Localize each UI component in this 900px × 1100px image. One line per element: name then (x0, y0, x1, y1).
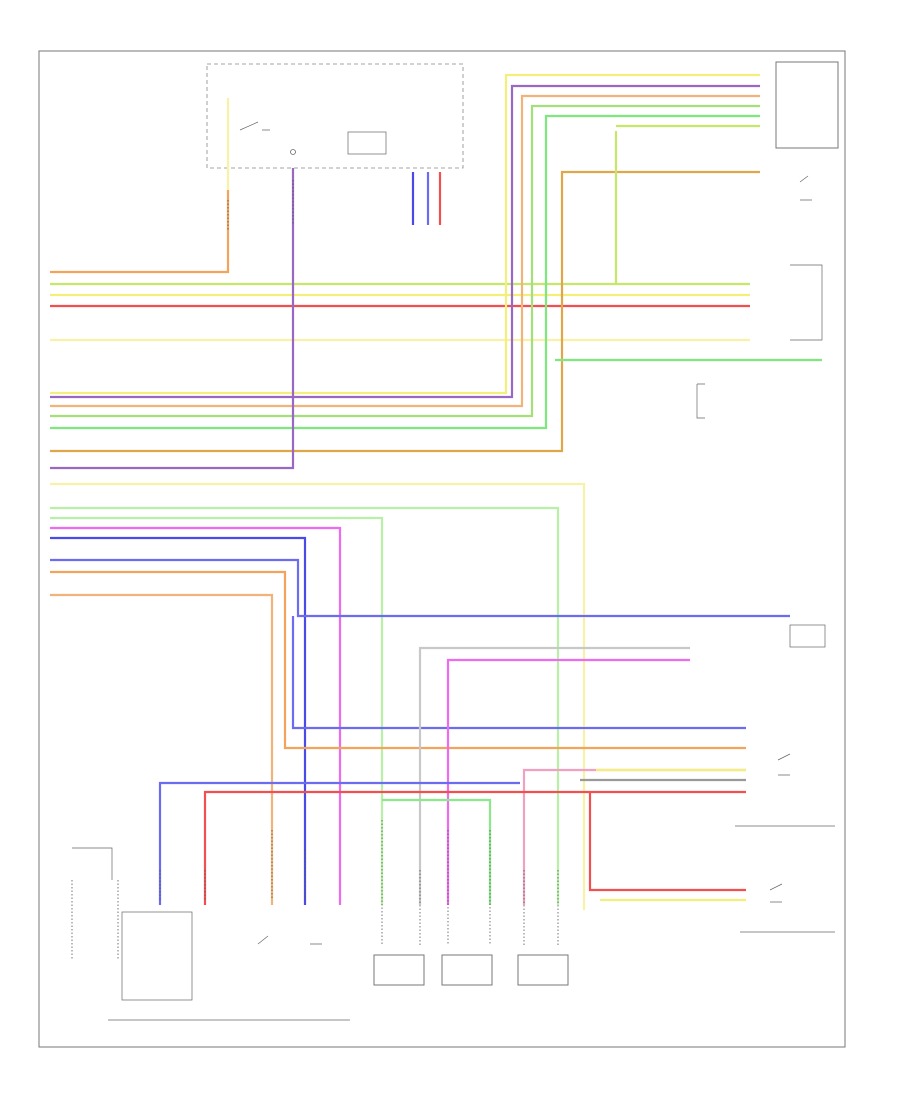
top-right-module (775, 61, 839, 149)
right-component-box (789, 624, 826, 648)
motor-icon (441, 954, 493, 986)
top-module-box (206, 63, 464, 169)
connector-icon (790, 264, 823, 341)
motor-icon (517, 954, 569, 986)
motor-icon (373, 954, 425, 986)
switch-icon (769, 883, 783, 903)
connector-icon (72, 847, 113, 880)
switch-icon (777, 753, 791, 776)
wire-orange-2 (50, 593, 274, 905)
wire-red-bottom (588, 792, 746, 892)
switch-icon (799, 175, 812, 201)
wire-light-green-mid-1 (50, 506, 560, 905)
wire-orange-to-module (50, 94, 760, 408)
wire-yellow-red (50, 190, 230, 274)
connector-icon (696, 383, 705, 419)
wire-brown-to-module (50, 170, 760, 453)
page-frame (38, 50, 846, 1048)
switch-icon (257, 935, 322, 945)
wire-harness (50, 73, 822, 910)
wire-purple-to-module (50, 84, 760, 399)
wire-red-lower (203, 790, 746, 905)
wire-purple-lower (291, 616, 746, 730)
wire-light-green-mid-2 (50, 516, 384, 905)
right-side-components (696, 175, 835, 933)
ground-icon (290, 149, 296, 155)
wire-yellow-to-module (50, 73, 760, 395)
bottom-components (72, 847, 569, 1021)
wire-blue-lower (158, 781, 520, 905)
top-module-inner-box (347, 131, 387, 155)
wire-purple-drop (50, 168, 295, 470)
wire-green-to-module (50, 104, 760, 418)
wire-green-lower (382, 798, 492, 905)
wire-light-green-to-module (50, 114, 760, 430)
connector-markers (71, 180, 559, 960)
wire-gray-lower (418, 646, 690, 905)
wire-orange-mid (50, 570, 746, 750)
wire-blue-2 (50, 558, 790, 618)
wire-blue-mid (50, 536, 307, 905)
wire-magenta-mid (50, 526, 342, 905)
left-module-box (121, 911, 193, 1001)
wire-light-yellow-mid (50, 482, 586, 910)
wire-magenta-lower (446, 658, 690, 905)
switch-icon (239, 121, 270, 131)
